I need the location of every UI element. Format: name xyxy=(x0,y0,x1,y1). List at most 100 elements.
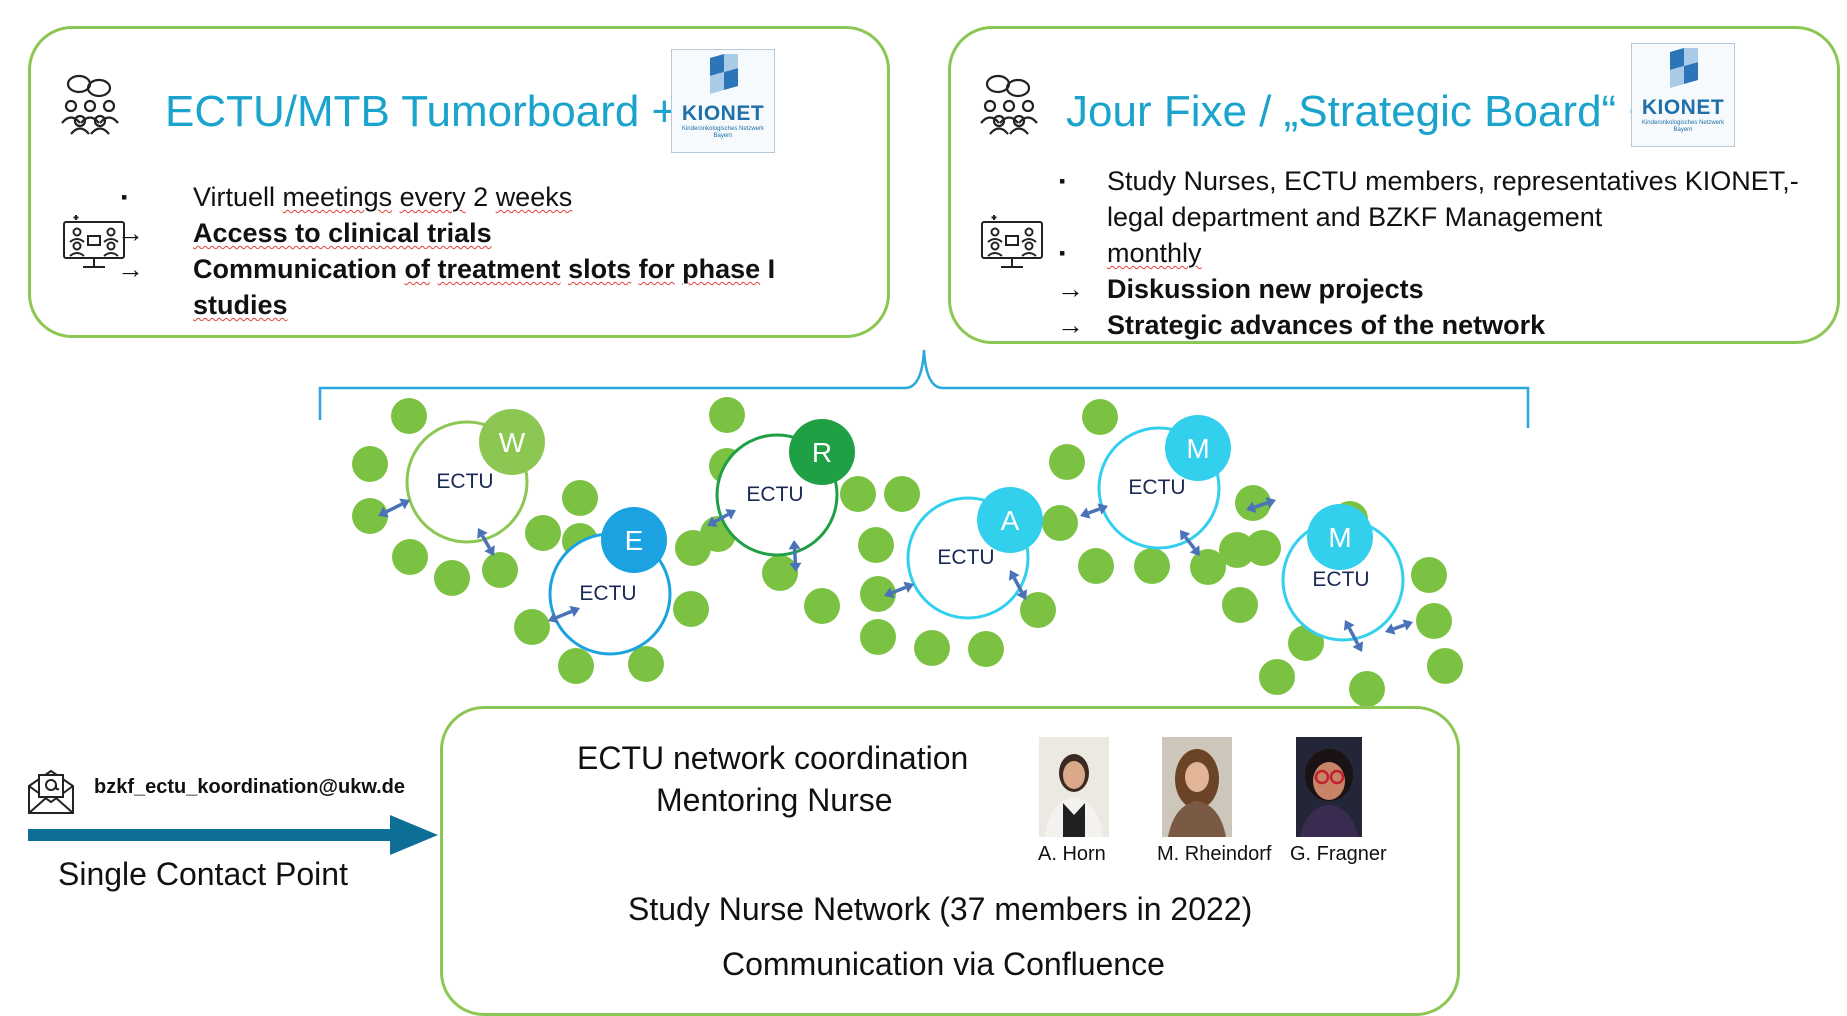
satellite-node xyxy=(1049,444,1085,480)
video-conference-icon xyxy=(63,215,125,268)
link-arrowhead xyxy=(378,506,389,518)
link-arrowhead xyxy=(788,540,801,550)
site-letter: W xyxy=(499,427,526,458)
link-arrowhead xyxy=(1402,619,1413,631)
jourfixe-item-projects: → Diskussion new projects xyxy=(1057,271,1799,307)
link-arrowhead xyxy=(1016,589,1028,600)
item-text: Communication xyxy=(193,254,405,284)
coordination-box xyxy=(440,706,1460,1016)
link-arrowhead xyxy=(1180,530,1191,541)
link-arrow xyxy=(1392,623,1406,631)
link-arrow xyxy=(714,512,729,524)
arrow-marker: → xyxy=(1057,274,1084,304)
satellite-node xyxy=(352,498,388,534)
site-badge xyxy=(479,409,545,475)
satellite-node xyxy=(482,552,518,588)
coordination-title: ECTU network coordination xyxy=(577,740,969,776)
site-letter: A xyxy=(1001,505,1020,536)
link-arrowhead xyxy=(1246,501,1257,513)
ectu-label: ECTU xyxy=(746,483,803,506)
tumorboard-item-communication: → Communication of treatment slots for p… xyxy=(117,251,776,287)
satellite-node xyxy=(525,515,561,551)
satellite-node xyxy=(1078,548,1114,584)
confluence-text: Communication via Confluence xyxy=(722,946,1165,982)
tumorboard-item-studies: studies xyxy=(149,287,775,323)
item-text: treatment xyxy=(437,254,561,284)
link-arrow xyxy=(480,534,492,550)
site-letter: M xyxy=(1186,433,1209,464)
satellite-node xyxy=(391,398,427,434)
link-arrow xyxy=(555,609,573,620)
satellite-node xyxy=(1134,548,1170,584)
item-text: every xyxy=(399,182,466,212)
item-text: Virtuell xyxy=(193,182,283,212)
link-arrowhead xyxy=(1352,641,1364,652)
link-arrowhead xyxy=(903,581,914,593)
satellite-node xyxy=(860,619,896,655)
person-name-rheindorf: M. Rheindorf xyxy=(1157,843,1272,865)
tumorboard-title: ECTU/MTB Tumorboard + xyxy=(165,87,678,136)
satellite-node xyxy=(1020,592,1056,628)
satellite-node xyxy=(914,630,950,666)
person-name-fragner: G. Fragner xyxy=(1290,843,1387,865)
contact-label-text: Single Contact Point xyxy=(58,856,348,892)
link-arrow xyxy=(1347,627,1360,645)
link-arrowhead xyxy=(1097,503,1108,515)
link-arrow xyxy=(1012,577,1024,593)
link-arrowhead xyxy=(1189,545,1200,556)
satellite-node xyxy=(1082,399,1118,435)
item-text: for xyxy=(638,254,675,284)
satellite-node xyxy=(860,576,896,612)
satellite-node xyxy=(858,527,894,563)
satellite-node xyxy=(1349,671,1385,707)
satellite-node xyxy=(514,609,550,645)
item-text: slots xyxy=(568,254,632,284)
link-arrowhead xyxy=(477,528,488,539)
jourfixe-list: ▪ Study Nurses, ECTU members, representa… xyxy=(1057,163,1799,343)
ectu-label: ECTU xyxy=(579,582,636,605)
link-arrowhead xyxy=(1385,623,1396,635)
kionet-subtitle: Kinderonkologisches Netzwerk Bayern xyxy=(1641,120,1725,133)
jourfixe-item-participants-cont: legal department and BZKF Management xyxy=(1063,199,1799,235)
bullet-marker: ▪ xyxy=(1059,171,1066,191)
item-text: Diskussion new projects xyxy=(1107,274,1424,304)
study-nurse-network-text: Study Nurse Network (37 members in 2022) xyxy=(628,891,1253,927)
link-arrow xyxy=(792,548,798,564)
site-badge xyxy=(601,507,667,573)
item-text: weeks xyxy=(495,182,573,212)
contact-email[interactable]: bzkf_ectu_koordination@ukw.de xyxy=(94,776,406,798)
kionet-logo: KIONET Kinderonkologisches Netzwerk Baye… xyxy=(671,49,775,153)
item-text: Strategic advances of the network xyxy=(1107,310,1546,340)
tumorboard-item-meetings: ▪ Virtuell meetings every 2 weeks xyxy=(121,179,775,215)
site-badge xyxy=(1307,504,1373,570)
kionet-logo-mark xyxy=(710,54,738,94)
arrow-marker: → xyxy=(117,218,144,248)
link-arrow xyxy=(1184,536,1196,550)
item-text: 2 xyxy=(465,182,496,212)
satellite-node xyxy=(968,631,1004,667)
video-conference-icon xyxy=(981,215,1043,268)
satellite-node xyxy=(1259,659,1295,695)
tumorboard-item-access: → Access to clinical trials xyxy=(117,215,775,251)
link-arrowhead xyxy=(569,605,580,617)
satellite-node xyxy=(562,480,598,516)
satellite-node xyxy=(1190,549,1226,585)
satellite-node xyxy=(1245,530,1281,566)
kionet-name: KIONET xyxy=(1641,96,1725,119)
item-text: phase xyxy=(682,254,761,284)
ectu-label: ECTU xyxy=(937,546,994,569)
arrow-marker: → xyxy=(1057,310,1084,340)
link-arrowhead xyxy=(1265,497,1276,509)
contact-arrow xyxy=(28,815,438,855)
satellite-node xyxy=(352,446,388,482)
site-badge xyxy=(1165,415,1231,481)
site-letter: M xyxy=(1328,522,1351,553)
item-text: Access to clinical trials xyxy=(193,218,492,248)
group-discussion-icon xyxy=(980,74,1038,135)
satellite-node xyxy=(1411,557,1447,593)
kionet-logo: KIONET Kinderonkologisches Netzwerk Baye… xyxy=(1631,43,1735,147)
item-text: I xyxy=(760,254,776,284)
item-text: legal department and BZKF Management xyxy=(1107,202,1603,232)
ectu-label: ECTU xyxy=(1128,476,1185,499)
